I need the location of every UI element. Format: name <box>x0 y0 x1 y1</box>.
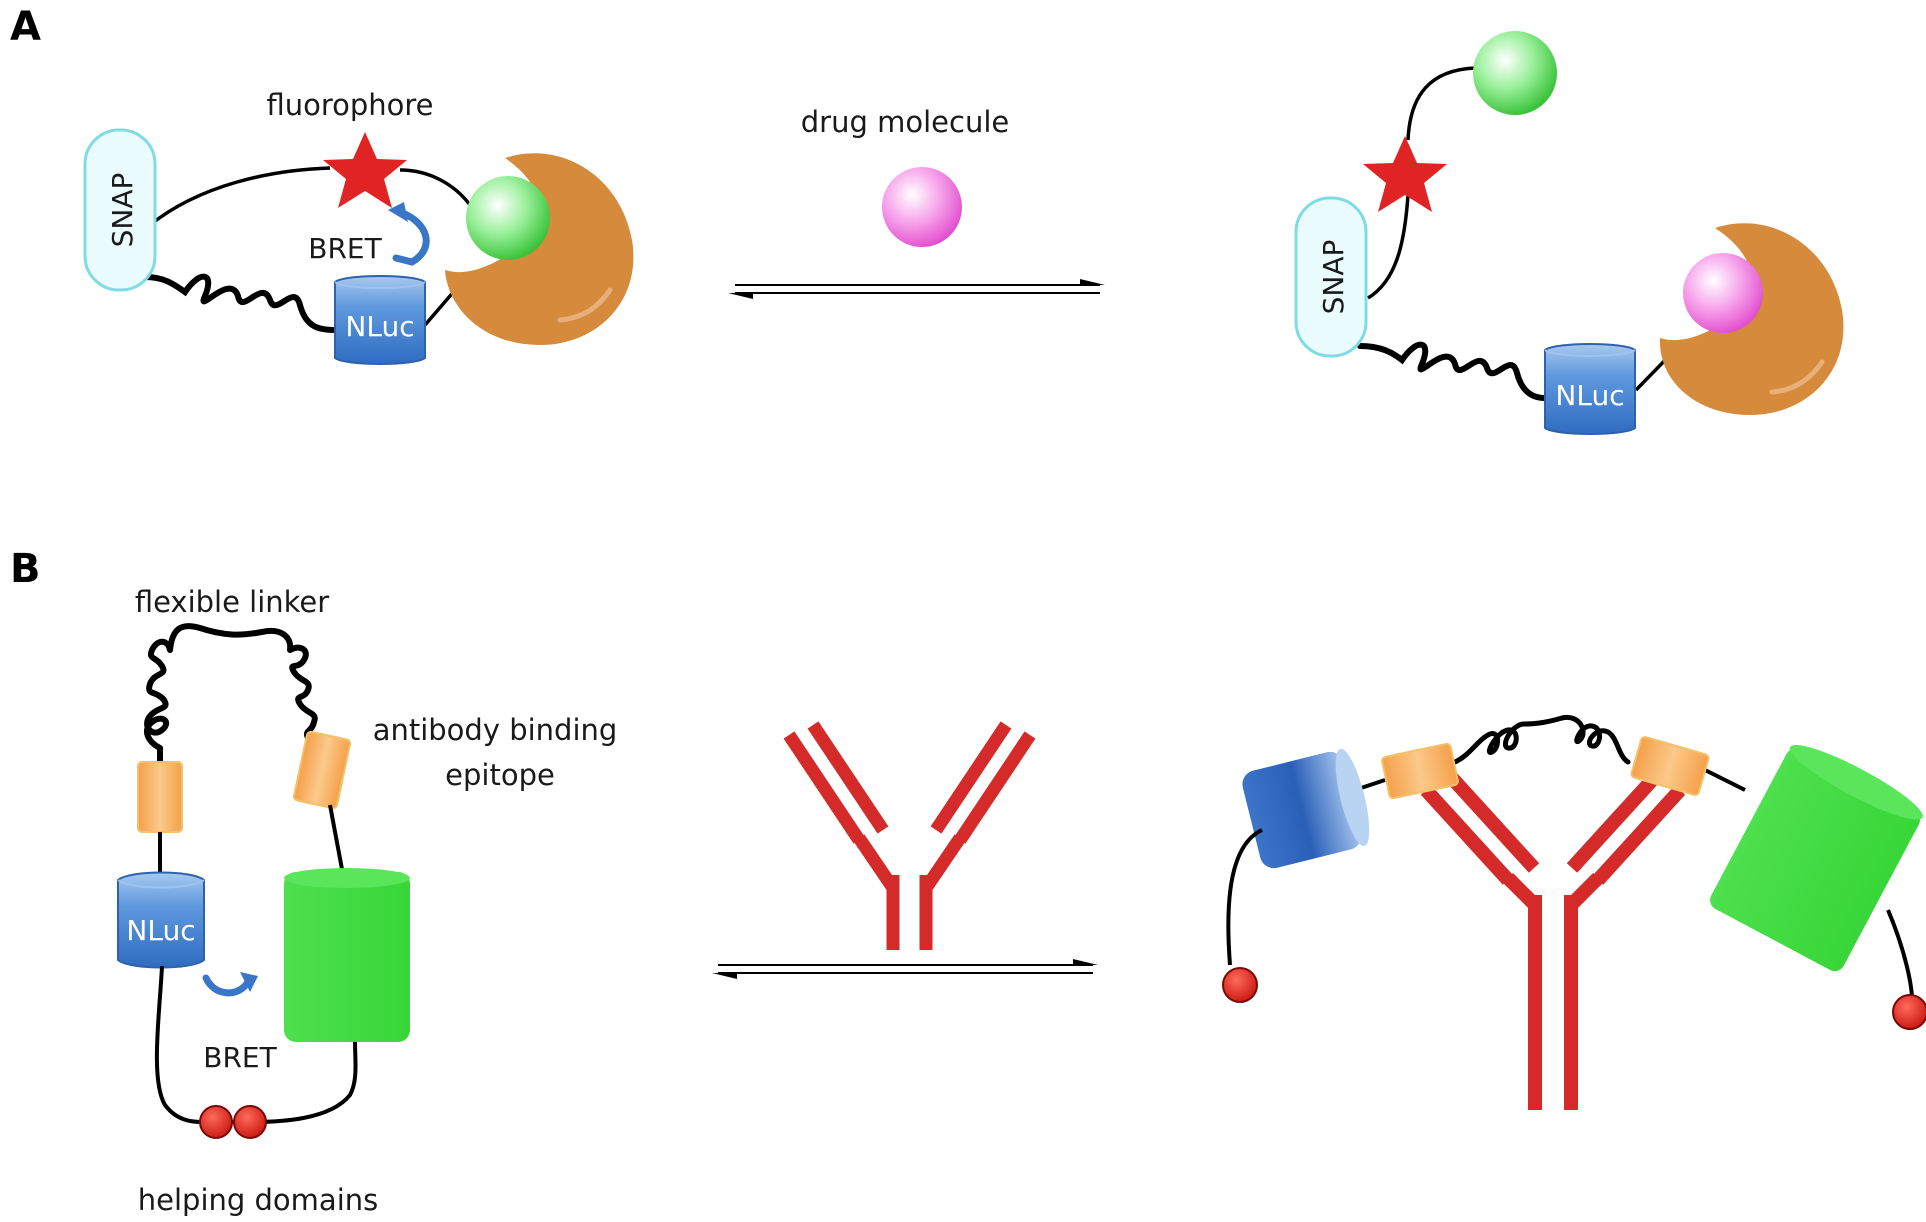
epitope-right <box>292 730 352 810</box>
coiled-linker-right <box>1357 341 1548 401</box>
panel-a-letter: A <box>10 4 41 50</box>
panel-a-center: drug molecule <box>728 105 1105 299</box>
terminal-domain-left <box>1222 967 1258 1003</box>
tail-left <box>1226 828 1263 966</box>
panel-b-center <box>712 721 1098 979</box>
fluorophore-label: fluorophore <box>266 88 433 122</box>
bret-arrowhead-b-icon <box>240 972 258 992</box>
green-fluorescent-domain <box>284 872 410 1042</box>
epitope-left <box>137 761 183 833</box>
snap-domain-right <box>1294 196 1368 358</box>
helping-domain-2 <box>233 1105 267 1139</box>
green-domain-bound <box>1710 744 1923 972</box>
bret-arrow-icon <box>392 208 430 266</box>
drug-molecule-label: drug molecule <box>801 105 1009 139</box>
panel-a-right-state: SNAP NLuc <box>1294 31 1844 435</box>
antibody-icon <box>783 721 1036 950</box>
nluc-rim-right <box>1544 349 1636 357</box>
nluc-rim-b <box>117 879 205 889</box>
nluc-bound <box>1242 748 1370 869</box>
green-ligand <box>466 176 550 260</box>
panel-b-letter: B <box>10 546 41 592</box>
epitope-bound-right <box>1630 736 1710 796</box>
flexible-linker-label: flexible linker <box>135 585 329 619</box>
bret-arrowhead-icon <box>388 202 408 222</box>
bret-label: BRET <box>308 232 382 265</box>
bound-flexible-linker <box>1452 714 1631 765</box>
bound-drug-molecule <box>1683 253 1763 333</box>
epitope-label-line2: epitope <box>445 758 555 792</box>
equilibrium-reverse-head-b <box>712 973 737 979</box>
snap-fluorophore-linker-right <box>1367 194 1410 300</box>
snap-domain <box>83 128 157 292</box>
drug-molecule <box>882 167 962 247</box>
panel-a-left-state: SNAP fluorophore BRET NLuc <box>83 88 634 365</box>
equilibrium-reverse-head <box>728 293 753 299</box>
green-cylinder-top <box>284 868 410 888</box>
nluc-label: NLuc <box>345 310 414 343</box>
nluc-label-right: NLuc <box>1555 379 1624 412</box>
epitope-right-stem <box>328 804 346 881</box>
fluorophore-star-icon <box>323 132 407 208</box>
nluc-domain-right <box>1544 343 1636 435</box>
fluorophore-star-right-icon <box>1363 136 1447 212</box>
equilibrium-forward-head <box>1080 279 1105 285</box>
snap-label-right: SNAP <box>1317 240 1350 315</box>
coiled-linker <box>142 273 338 333</box>
bound-linker-right <box>1704 768 1746 792</box>
nluc-domain <box>334 275 426 365</box>
green-ligand-released <box>1473 31 1557 115</box>
receptor-shading <box>557 287 613 323</box>
flexible-linker <box>145 594 306 760</box>
tail-right <box>1886 909 1914 1001</box>
bret-arrow-b-icon <box>202 974 252 997</box>
equilibrium-forward-head-b <box>1073 959 1098 965</box>
fluorophore-ligand-linker-right <box>1406 66 1476 141</box>
nluc-domain-b <box>117 871 205 969</box>
snap-label: SNAP <box>106 173 139 248</box>
epitope-bound-left <box>1381 742 1459 800</box>
bret-label-b: BRET <box>203 1041 277 1074</box>
antibody-bound-icon <box>1420 773 1686 1110</box>
terminal-domain-right <box>1892 994 1926 1030</box>
helping-domains-label: helping domains <box>138 1183 378 1217</box>
panel-b-left-state: NLuc BRET flexible linker antibody bindi… <box>117 585 618 1217</box>
receptor <box>445 153 634 345</box>
helping-domain-1 <box>199 1105 233 1139</box>
snap-fluorophore-linker <box>148 166 331 227</box>
nluc-rim <box>334 281 426 289</box>
flexible-linker-path <box>143 623 318 765</box>
nluc-label-b: NLuc <box>126 914 195 947</box>
fluorophore-ligand-linker <box>399 168 472 207</box>
panel-b-right-state <box>1222 714 1926 1110</box>
epitope-label-line1: antibody binding <box>373 713 618 747</box>
receptor-right-shading <box>1769 359 1825 395</box>
